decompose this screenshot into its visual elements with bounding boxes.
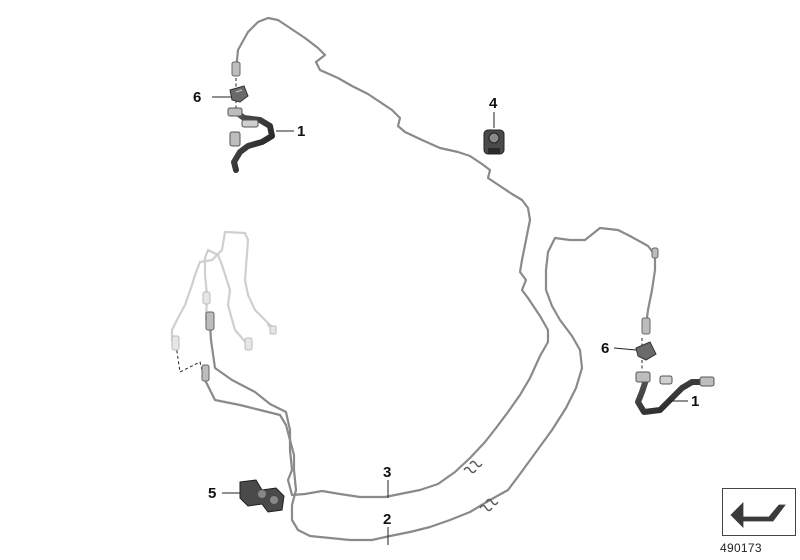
navigation-box[interactable] xyxy=(722,488,796,536)
clamp-right xyxy=(635,341,657,361)
clamp-upper-left xyxy=(229,85,249,103)
callout-leaders xyxy=(212,96,688,545)
brake-hose-right xyxy=(635,371,715,415)
callout-5: 5 xyxy=(208,485,217,502)
callout-1-right: 1 xyxy=(691,393,700,410)
line-break-marks xyxy=(463,460,499,512)
brake-line-2 xyxy=(203,226,657,542)
callout-6-upper-left: 6 xyxy=(193,89,202,106)
clip-part xyxy=(239,479,285,513)
callout-2: 2 xyxy=(383,511,392,528)
arrow-box-icon xyxy=(730,502,786,528)
holder-part xyxy=(483,129,505,155)
callout-4: 4 xyxy=(489,95,498,112)
callout-3: 3 xyxy=(383,464,392,481)
brake-line-3 xyxy=(208,16,550,499)
brake-hose-upper-left xyxy=(227,107,275,173)
line-fittings xyxy=(171,61,659,382)
callout-1-upper-left: 1 xyxy=(297,123,306,140)
diagram-number: 490173 xyxy=(720,541,762,555)
ghost-brake-lines xyxy=(170,230,277,347)
callout-6-right: 6 xyxy=(601,340,610,357)
